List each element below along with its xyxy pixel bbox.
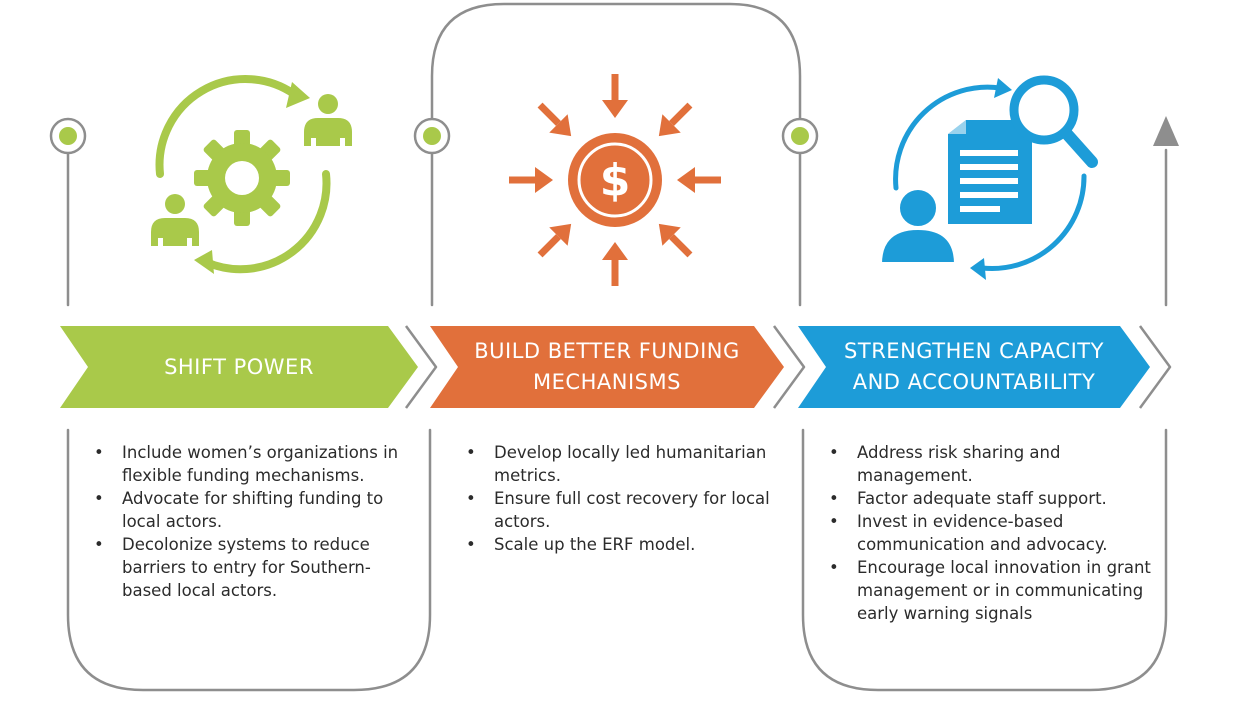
banner-separator-3 (1138, 325, 1172, 409)
list-item: Advocate for shifting funding to local a… (90, 487, 420, 533)
shift-power-bullets: Include women’s organizations in flexibl… (90, 441, 420, 602)
banner-title-funding: BUILD BETTER FUNDING MECHANISMS (430, 326, 784, 408)
list-item: Factor adequate staff support. (825, 487, 1159, 510)
list-item: Ensure full cost recovery for local acto… (462, 487, 772, 533)
banner-shift-power (60, 326, 418, 408)
funding-bullets: Develop locally led humanitarian metrics… (462, 441, 772, 556)
gear-people-cycle-icon (151, 75, 352, 274)
banner-title-line: BUILD BETTER FUNDING (474, 339, 740, 363)
up-arrow-icon (1153, 116, 1179, 146)
node-circle-2 (413, 117, 451, 155)
node-circle-3 (781, 117, 819, 155)
list-item: Scale up the ERF model. (462, 533, 772, 556)
connector-lines (66, 2, 1168, 692)
list-item: Address risk sharing and management. (825, 441, 1159, 487)
banner-funding (430, 326, 784, 408)
list-item: Include women’s organizations in flexibl… (90, 441, 420, 487)
panel-3-lower-frame (801, 428, 1168, 692)
node-circle-1 (49, 117, 87, 155)
chevron-banners (60, 325, 1172, 409)
document-magnifier-person-icon (877, 75, 1098, 280)
svg-text:$: $ (600, 155, 631, 206)
panel-2-upper-frame (430, 2, 802, 120)
banner-title-line: SHIFT POWER (164, 354, 314, 379)
banner-title-line: AND ACCOUNTABILITY (852, 370, 1096, 394)
banner-capacity (798, 326, 1150, 408)
banner-title-line: MECHANISMS (533, 370, 681, 394)
dollar-inward-arrows-icon: $ (509, 74, 721, 286)
banner-separator-1 (404, 325, 438, 409)
list-item: Develop locally led humanitarian metrics… (462, 441, 772, 487)
list-item: Invest in evidence-based communication a… (825, 510, 1159, 556)
banner-title-line: STRENGTHEN CAPACITY (844, 339, 1104, 363)
panel-1-lower-frame (66, 428, 432, 692)
capacity-bullets: Address risk sharing and management. Fac… (825, 441, 1159, 625)
list-item: Decolonize systems to reduce barriers to… (90, 533, 420, 602)
banner-title-shift-power: SHIFT POWER (60, 326, 418, 408)
banner-separator-2 (772, 325, 806, 409)
list-item: Encourage local innovation in grant mana… (825, 556, 1159, 625)
banner-title-capacity: STRENGTHEN CAPACITY AND ACCOUNTABILITY (798, 326, 1150, 408)
